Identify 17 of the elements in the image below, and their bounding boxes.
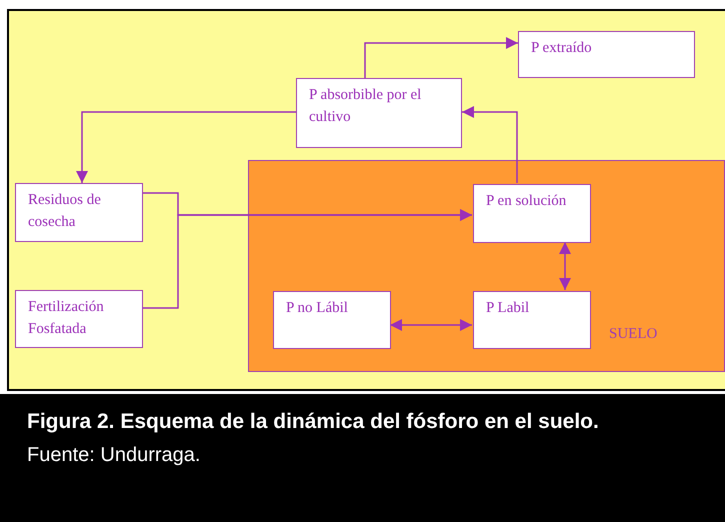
arrow	[390, 319, 472, 331]
process-box: Residuos de cosecha	[15, 183, 143, 242]
arrow	[143, 209, 472, 309]
arrow	[76, 111, 296, 183]
process-box: P no Lábil	[273, 291, 391, 349]
figure-caption: Figura 2. Esquema de la dinámica del fósforo en el suelo.	[27, 409, 600, 435]
process-box: P en solución	[473, 184, 591, 243]
source-note: Fuente: Undurraga.	[27, 443, 202, 468]
soil-zone	[248, 160, 725, 372]
process-box: P extraído	[518, 31, 695, 78]
arrow	[462, 106, 518, 183]
process-box: P Labil	[473, 291, 591, 349]
process-box: Fertilización Fosfatada	[15, 290, 143, 348]
arrow	[559, 242, 571, 290]
process-box: P absorbible por el cultivo	[296, 78, 462, 148]
zone-label: SUELO	[609, 324, 658, 344]
arrow	[364, 37, 518, 78]
